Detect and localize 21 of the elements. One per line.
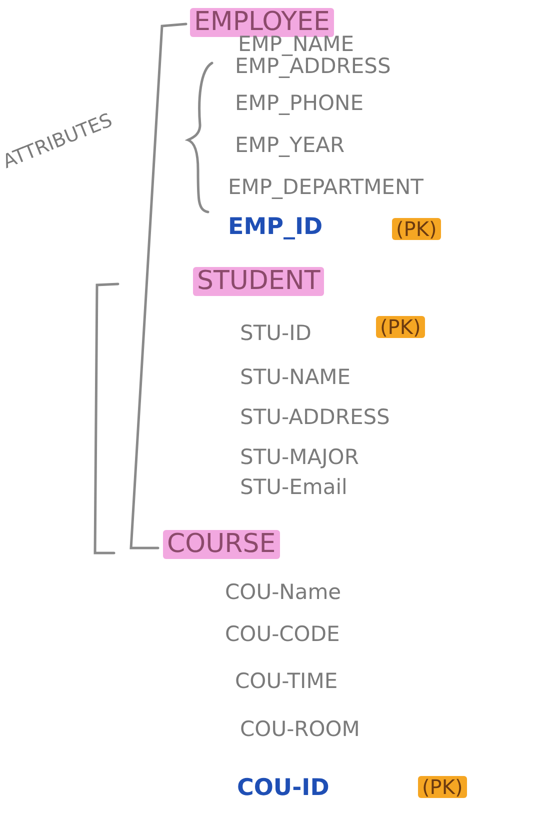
entity-heading: STUDENT bbox=[193, 267, 324, 296]
primary-key-tag: (PK) bbox=[392, 218, 441, 240]
attribute-label: COU-TIME bbox=[235, 670, 338, 694]
attribute-label: EMP_DEPARTMENT bbox=[228, 176, 424, 200]
attribute-label: COU-CODE bbox=[225, 623, 340, 646]
attribute-label: EMP_ADDRESS bbox=[235, 55, 391, 78]
key-attribute-label: COU-ID bbox=[237, 776, 330, 802]
attribute-label: STU-ID bbox=[240, 322, 312, 346]
attribute-label: STU-Email bbox=[240, 476, 348, 500]
attribute-label: STU-MAJOR bbox=[240, 446, 359, 470]
key-attribute-label: EMP_ID bbox=[228, 215, 323, 240]
primary-key-tag: (PK) bbox=[376, 316, 425, 338]
attribute-label: STU-NAME bbox=[240, 366, 351, 390]
attribute-label: STU-ADDRESS bbox=[240, 406, 390, 430]
entity-heading: EMPLOYEE bbox=[190, 8, 334, 37]
attribute-label: COU-ROOM bbox=[240, 718, 360, 742]
primary-key-tag: (PK) bbox=[418, 776, 467, 798]
attribute-label: EMP_YEAR bbox=[235, 134, 345, 158]
attribute-label: EMP_PHONE bbox=[235, 92, 364, 116]
attribute-label: COU-Name bbox=[225, 581, 342, 604]
entity-heading: COURSE bbox=[163, 530, 280, 559]
